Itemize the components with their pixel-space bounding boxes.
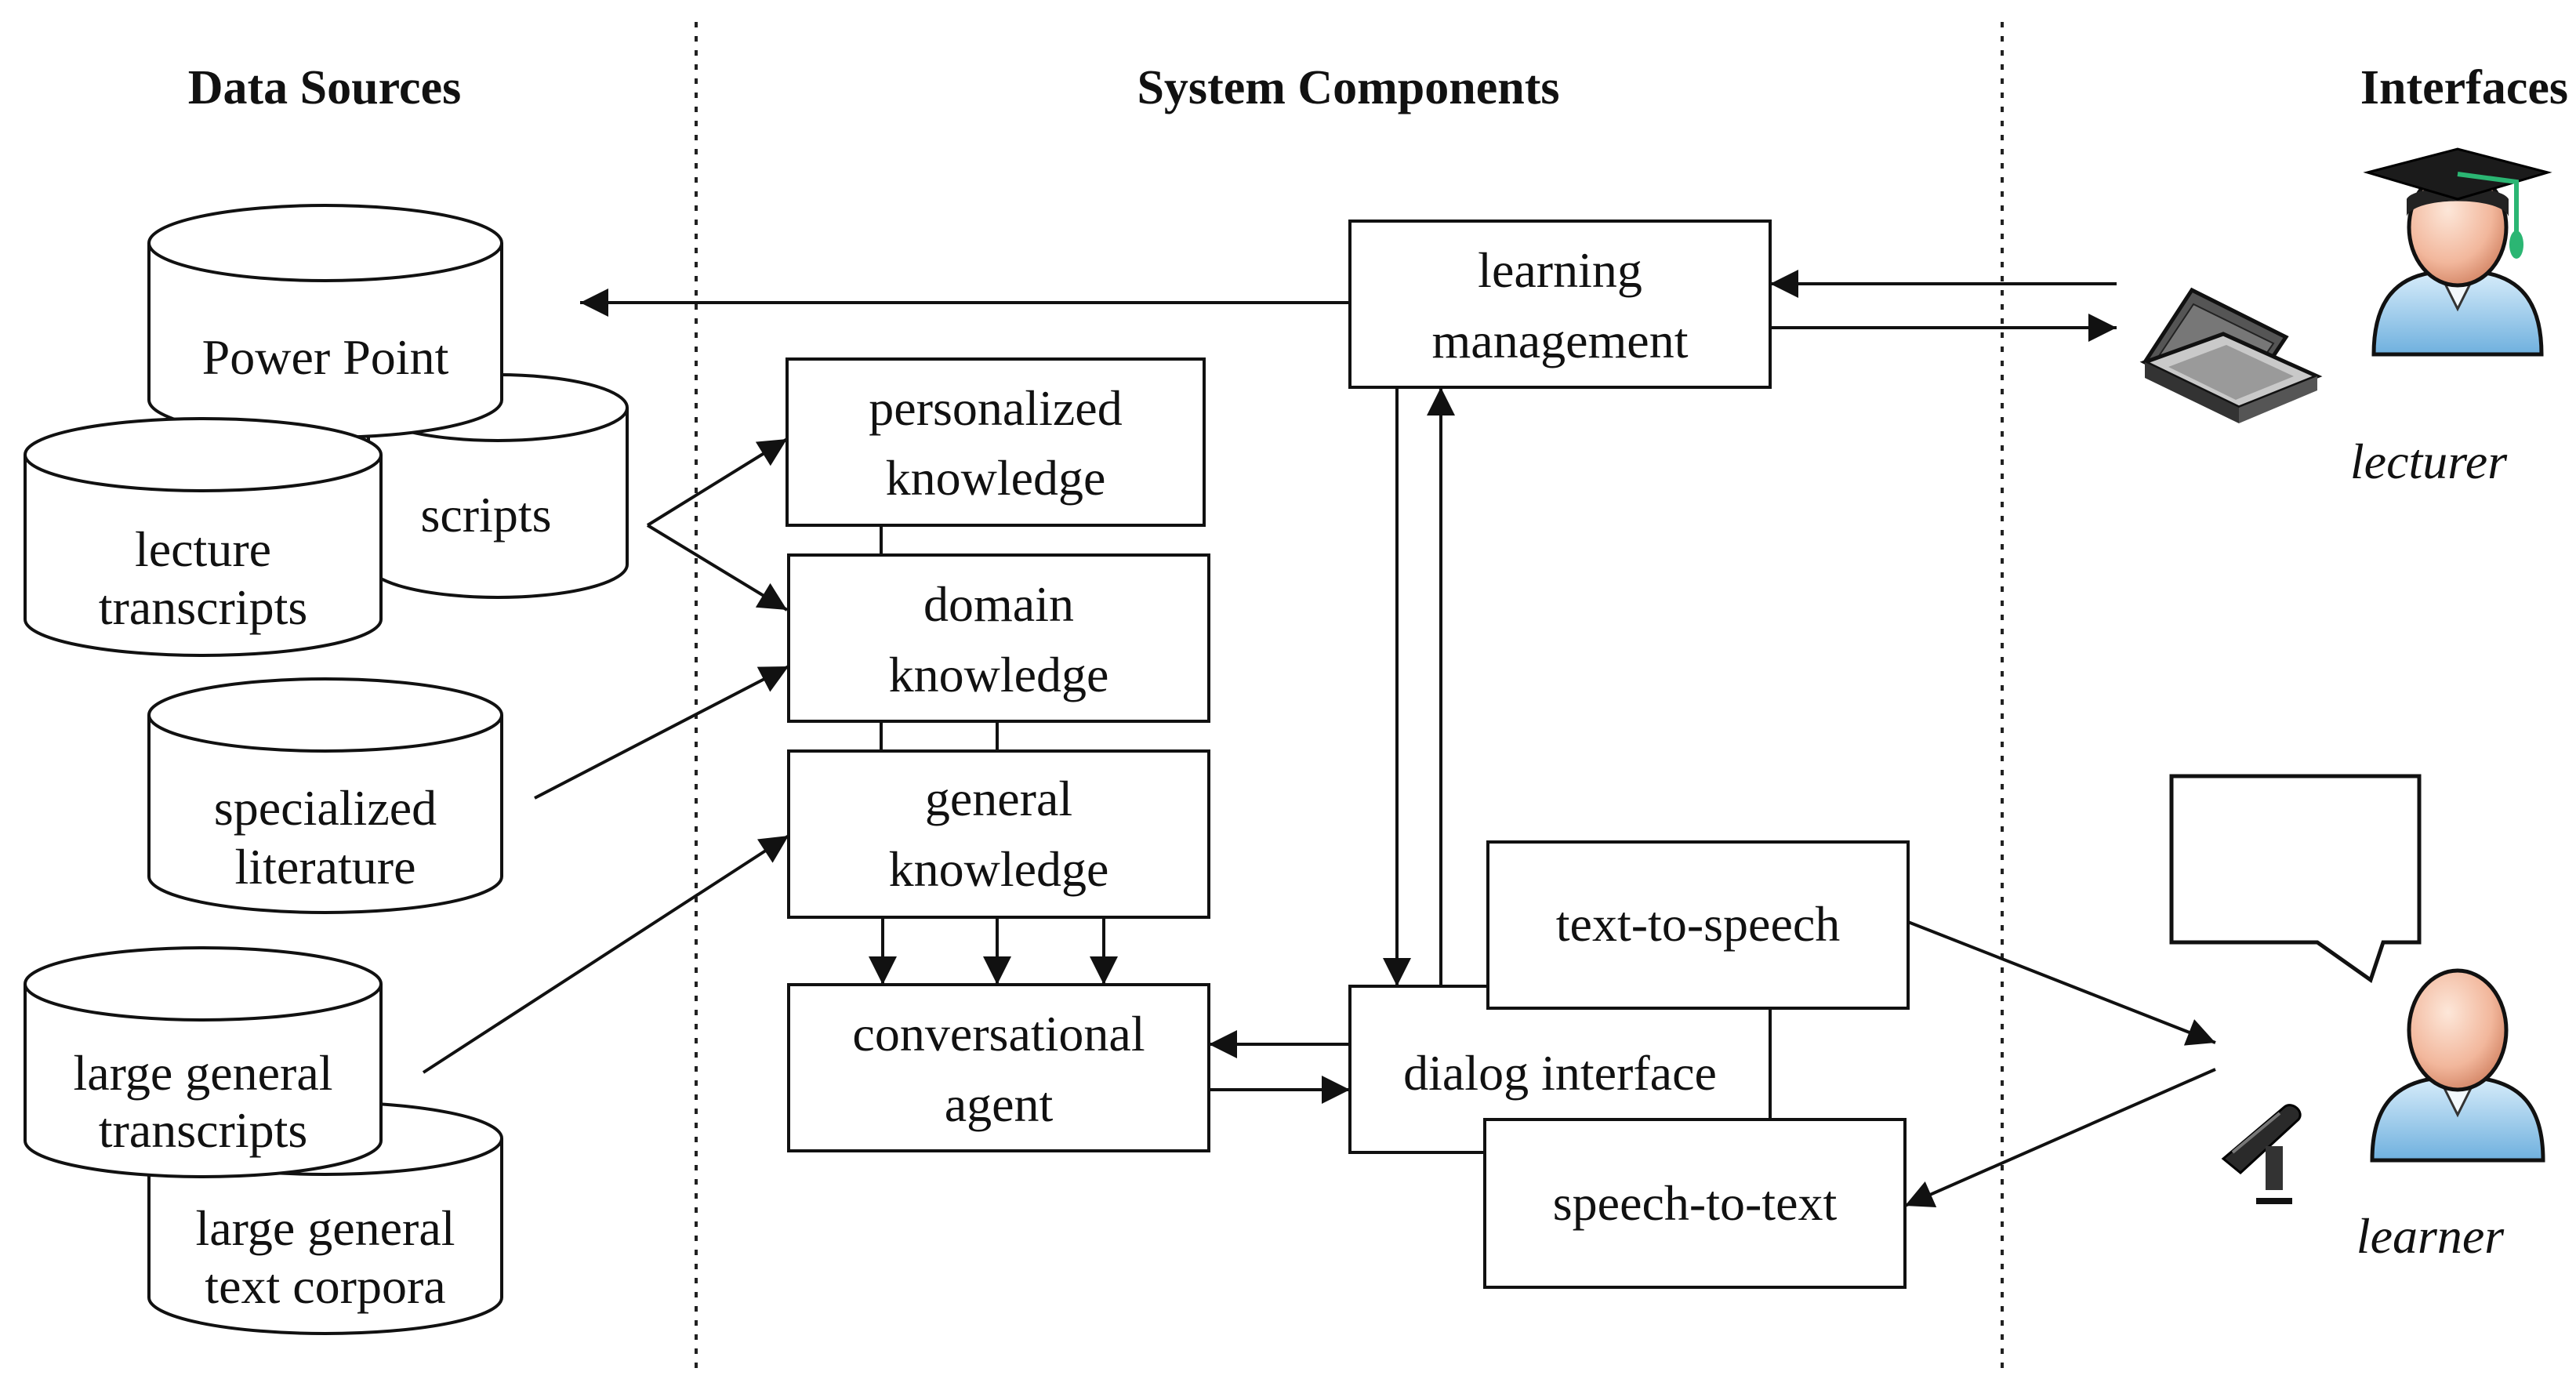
- db-power-point-label: Power Point: [202, 329, 449, 385]
- db-scripts-label: scripts: [420, 487, 551, 543]
- db-lecture-transcripts-line1: lecture: [135, 521, 271, 577]
- box-learning-management: learning management: [1348, 220, 1772, 389]
- arrow-transcripts-to-general: [422, 834, 790, 1074]
- learning-management-line2: management: [1432, 313, 1689, 368]
- learning-management-line1: learning: [1478, 242, 1642, 298]
- general-knowledge-line1: general: [925, 771, 1072, 826]
- db-general-transcripts-line1: large general: [73, 1045, 332, 1101]
- box-speech-to-text: speech-to-text: [1483, 1118, 1907, 1289]
- db-specialized-literature-line1: specialized: [214, 780, 437, 836]
- db-power-point: Power Point: [147, 204, 503, 439]
- db-general-transcripts-line2: transcripts: [99, 1102, 308, 1158]
- text-to-speech-label: text-to-speech: [1556, 896, 1841, 952]
- box-general-knowledge: general knowledge: [787, 749, 1210, 919]
- dialog-interface-label: dialog interface: [1403, 1045, 1717, 1101]
- db-specialized-literature: specialized literature: [147, 677, 503, 914]
- graduate-lecturer-icon: [2363, 147, 2552, 357]
- conversational-agent-line1: conversational: [852, 1006, 1145, 1061]
- db-text-corpora-line2: text corpora: [205, 1258, 445, 1314]
- arrow-learner-to-stt: [1904, 1068, 2216, 1207]
- arrow-literature-to-domain: [534, 665, 789, 800]
- box-conversational-agent: conversational agent: [787, 983, 1210, 1152]
- domain-knowledge-line1: domain: [923, 576, 1074, 632]
- db-lecture-transcripts: lecture transcripts: [24, 417, 383, 657]
- db-text-corpora-line1: large general: [195, 1200, 455, 1256]
- db-specialized-literature-line2: literature: [235, 839, 416, 895]
- laptop-icon: [2139, 287, 2323, 423]
- arrow-tts-to-learner: [1907, 920, 2216, 1046]
- db-large-general-transcripts: large general transcripts: [24, 946, 383, 1178]
- learner-person-icon: [2370, 968, 2545, 1163]
- arrow-scripts-to-personalized: [646, 437, 789, 527]
- domain-knowledge-line2: knowledge: [889, 647, 1109, 702]
- personalized-knowledge-line1: personalized: [869, 380, 1122, 436]
- arrows: [422, 270, 2216, 1207]
- header-interfaces: Interfaces: [2360, 61, 2568, 114]
- box-domain-knowledge: domain knowledge: [787, 553, 1210, 723]
- header-data-sources: Data Sources: [188, 61, 461, 114]
- box-personalized-knowledge: personalized knowledge: [785, 357, 1206, 527]
- personalized-knowledge-line2: knowledge: [886, 450, 1106, 506]
- lecturer-label: lecturer: [2350, 434, 2508, 489]
- arrow-scripts-to-domain: [646, 524, 789, 611]
- db-lecture-transcripts-line2: transcripts: [99, 579, 308, 635]
- box-text-to-speech: text-to-speech: [1486, 840, 1910, 1010]
- general-knowledge-line2: knowledge: [889, 841, 1109, 897]
- header-system-components: System Components: [1137, 61, 1559, 114]
- conversational-agent-line2: agent: [945, 1076, 1054, 1132]
- microphone-icon: [2221, 1104, 2302, 1204]
- speech-bubble-icon: [2169, 774, 2422, 983]
- speech-to-text-label: speech-to-text: [1553, 1175, 1838, 1231]
- learner-label: learner: [2356, 1208, 2505, 1264]
